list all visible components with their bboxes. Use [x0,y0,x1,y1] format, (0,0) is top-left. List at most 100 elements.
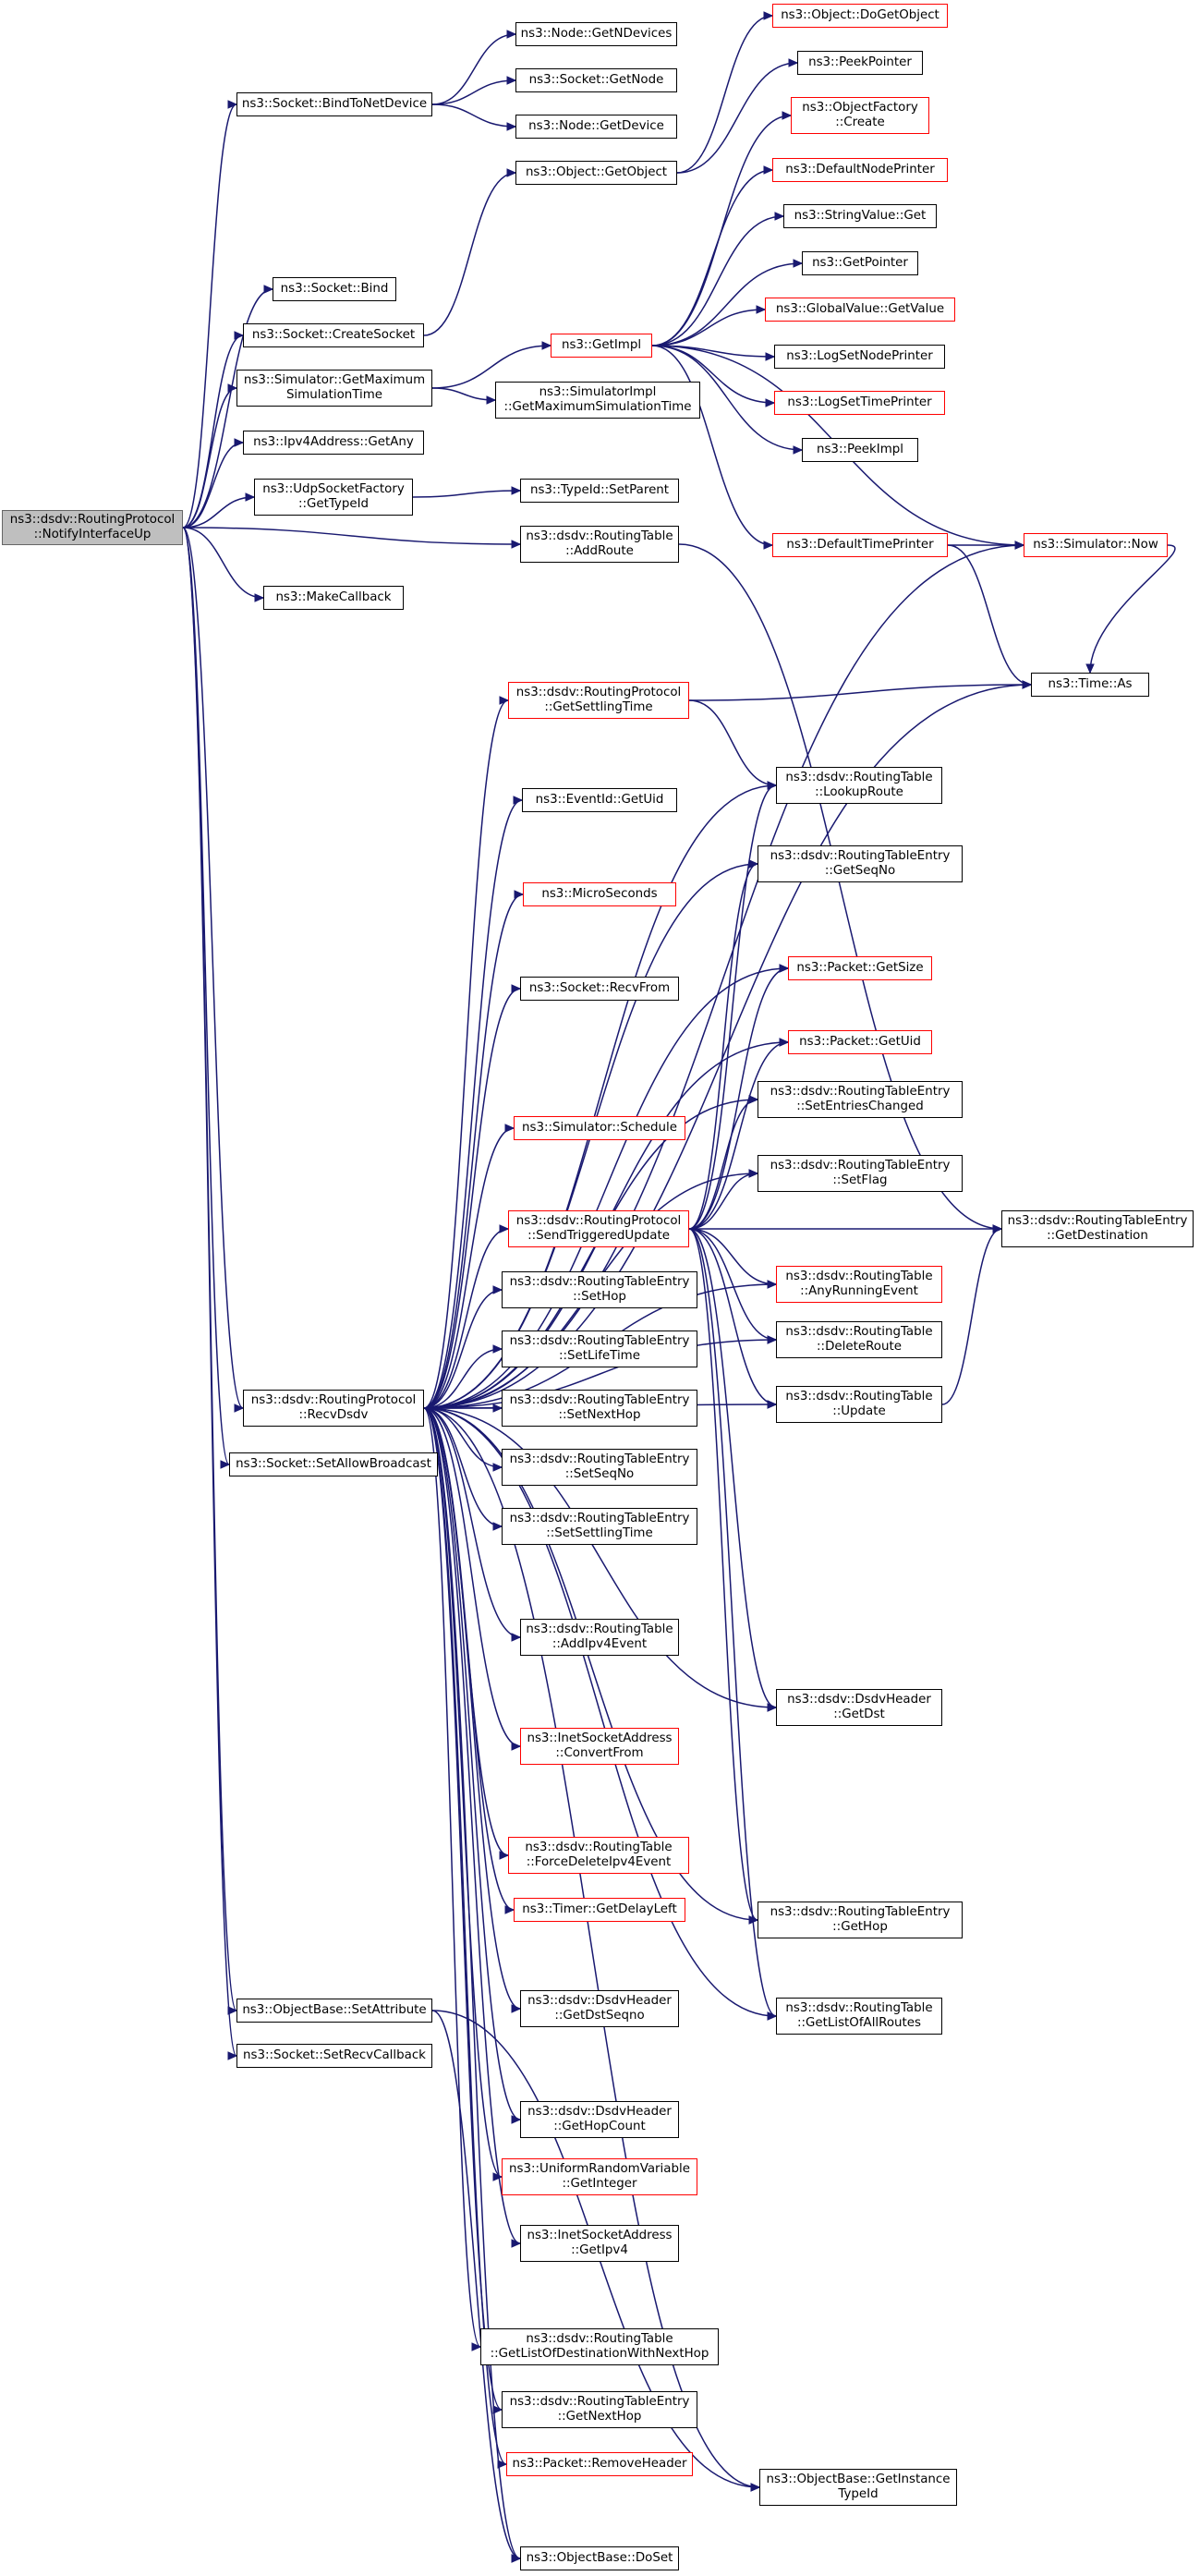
node-rt-add-ipv4-event[interactable]: ns3::dsdv::RoutingTable::AddIpv4Event [520,1619,679,1656]
node-timer-get-delay-left[interactable]: ns3::Timer::GetDelayLeft [514,1898,685,1922]
node-string-value-get[interactable]: ns3::StringValue::Get [783,204,937,228]
edge-root-to-sim-get-max-time [182,387,237,529]
node-set-allow-broadcast[interactable]: ns3::Socket::SetAllowBroadcast [229,1452,438,1476]
edge-arrowhead [506,30,517,39]
node-rte-get-next-hop[interactable]: ns3::dsdv::RoutingTableEntry::GetNextHop [502,2391,697,2428]
node-object-factory-create[interactable]: ns3::ObjectFactory::Create [791,97,929,134]
node-rte-get-seq-no[interactable]: ns3::dsdv::RoutingTableEntry::GetSeqNo [758,845,963,882]
node-rte-set-flag[interactable]: ns3::dsdv::RoutingTableEntry::SetFlag [758,1155,963,1192]
node-rte-set-entries-changed[interactable]: ns3::dsdv::RoutingTableEntry::SetEntries… [758,1081,963,1118]
edge-arrowhead [234,438,245,447]
node-label-line: ns3::dsdv::RoutingTable [525,1841,673,1854]
node-global-value-get-value[interactable]: ns3::GlobalValue::GetValue [765,298,955,322]
node-dh-get-dst-seqno[interactable]: ns3::dsdv::DsdvHeader::GetDstSeqno [520,1990,679,2027]
node-rte-set-hop[interactable]: ns3::dsdv::RoutingTableEntry::SetHop [502,1271,697,1308]
node-rt-force-delete-ipv4-event[interactable]: ns3::dsdv::RoutingTable::ForceDeleteIpv4… [508,1837,689,1874]
edge-arrowhead [499,1224,510,1233]
node-rt-lookup-route[interactable]: ns3::dsdv::RoutingTable::LookupRoute [776,767,942,804]
node-label-line: ::SendTriggeredUpdate [527,1229,670,1243]
node-isa-convert-from[interactable]: ns3::InetSocketAddress::ConvertFrom [520,1728,679,1765]
node-peek-impl[interactable]: ns3::PeekImpl [802,438,918,462]
node-bind-to-net-device[interactable]: ns3::Socket::BindToNetDevice [236,92,432,116]
node-default-node-printer[interactable]: ns3::DefaultNodePrinter [772,158,948,182]
edge-arrowhead [254,593,265,602]
node-type-id-set-parent[interactable]: ns3::TypeId::SetParent [520,479,679,503]
recv-dsdv-node[interactable]: ns3::dsdv::RoutingProtocol::RecvDsdv [243,1390,424,1427]
node-packet-remove-header[interactable]: ns3::Packet::RemoveHeader [506,2452,693,2476]
node-rt-any-running-event[interactable]: ns3::dsdv::RoutingTable::AnyRunningEvent [776,1266,942,1303]
node-rte-set-next-hop[interactable]: ns3::dsdv::RoutingTableEntry::SetNextHop [502,1390,697,1427]
node-rt-get-list-of-dest-next-hop[interactable]: ns3::dsdv::RoutingTable::GetListOfDestin… [480,2328,719,2365]
node-label-line: ns3::Packet::RemoveHeader [512,2457,687,2471]
node-rt-add-route[interactable]: ns3::dsdv::RoutingTable::AddRoute [520,526,679,563]
node-rt-delete-route[interactable]: ns3::dsdv::RoutingTable::DeleteRoute [776,1321,942,1358]
send-triggered-update-node[interactable]: ns3::dsdv::RoutingProtocol::SendTriggere… [508,1210,689,1247]
node-rte-set-settling-time[interactable]: ns3::dsdv::RoutingTableEntry::SetSettlin… [502,1508,697,1545]
node-socket-bind[interactable]: ns3::Socket::Bind [273,277,396,301]
node-label-line: ns3::MicroSeconds [541,887,658,901]
edge-recv-dsdv-to-rt-get-list-of-dest-next-hop [423,1407,481,2348]
node-micro-seconds[interactable]: ns3::MicroSeconds [523,882,676,906]
edge-get-impl-to-peek-impl [651,345,803,451]
node-node-get-device[interactable]: ns3::Node::GetDevice [515,115,677,139]
node-label-line: ns3::InetSocketAddress [527,2229,673,2242]
node-packet-get-size[interactable]: ns3::Packet::GetSize [788,956,932,980]
node-simulator-now[interactable]: ns3::Simulator::Now [1024,533,1168,557]
node-set-attribute[interactable]: ns3::ObjectBase::SetAttribute [236,1999,432,2023]
node-rt-get-list-of-all-routes[interactable]: ns3::dsdv::RoutingTable::GetListOfAllRou… [776,1998,942,2035]
node-rte-get-destination[interactable]: ns3::dsdv::RoutingTableEntry::GetDestina… [1001,1210,1194,1247]
node-object-base-do-set[interactable]: ns3::ObjectBase::DoSet [520,2546,679,2570]
node-urv-get-integer[interactable]: ns3::UniformRandomVariable::GetInteger [502,2158,697,2195]
edge-arrowhead [1014,541,1025,550]
edge-arrowhead [765,352,776,361]
edge-arrowhead [514,890,525,899]
node-label-line: ns3::dsdv::RoutingTableEntry [509,1275,690,1289]
node-isa-get-ipv4[interactable]: ns3::InetSocketAddress::GetIpv4 [520,2225,679,2262]
node-object-get-object[interactable]: ns3::Object::GetObject [515,161,677,185]
node-make-callback[interactable]: ns3::MakeCallback [263,586,404,610]
node-label-line: ns3::Node::GetDevice [528,119,664,133]
node-set-recv-callback[interactable]: ns3::Socket::SetRecvCallback [236,2044,432,2068]
node-object-do-get-object[interactable]: ns3::Object::DoGetObject [772,4,948,28]
node-label-line: ::ForceDeleteIpv4Event [526,1855,672,1869]
node-create-socket[interactable]: ns3::Socket::CreateSocket [243,323,424,347]
node-label-line: ::GetDstSeqno [554,2009,645,2023]
edge-root-to-rt-add-route [182,527,521,545]
get-impl-node[interactable]: ns3::GetImpl [551,334,652,358]
node-sim-impl-get-max-time[interactable]: ns3::SimulatorImpl::GetMaximumSimulation… [495,382,700,419]
node-udp-get-type-id[interactable]: ns3::UdpSocketFactory::GetTypeId [254,479,413,516]
node-get-pointer[interactable]: ns3::GetPointer [802,251,918,275]
node-default-time-printer[interactable]: ns3::DefaultTimePrinter [772,533,948,557]
node-rte-set-life-time[interactable]: ns3::dsdv::RoutingTableEntry::SetLifeTim… [502,1331,697,1367]
edge-arrowhead [506,76,517,85]
node-rte-set-seq-no[interactable]: ns3::dsdv::RoutingTableEntry::SetSeqNo [502,1449,697,1486]
node-label-line: ns3::TypeId::SetParent [529,483,670,497]
edge-root-to-make-callback [182,527,264,599]
node-rt-update[interactable]: ns3::dsdv::RoutingTable::Update [776,1386,942,1423]
node-label-line: ns3::Object::GetObject [525,165,668,179]
node-simulator-schedule[interactable]: ns3::Simulator::Schedule [514,1116,685,1140]
node-node-get-ndevices[interactable]: ns3::Node::GetNDevices [515,22,677,46]
node-socket-recv-from[interactable]: ns3::Socket::RecvFrom [520,977,679,1001]
edge-arrowhead [227,100,238,109]
edge-arrowhead [513,796,524,805]
node-label-line: ns3::Object::DoGetObject [781,8,939,22]
node-dh-get-hop-count[interactable]: ns3::dsdv::DsdvHeader::GetHopCount [520,2101,679,2138]
node-rte-get-hop[interactable]: ns3::dsdv::RoutingTableEntry::GetHop [758,1902,963,1938]
node-label-line: ns3::dsdv::RoutingTableEntry [509,2395,690,2409]
node-log-set-node-printer[interactable]: ns3::LogSetNodePrinter [774,345,945,369]
node-get-settling-time[interactable]: ns3::dsdv::RoutingProtocol::GetSettlingT… [508,682,689,719]
node-ipv4-get-any[interactable]: ns3::Ipv4Address::GetAny [243,431,424,455]
node-log-set-time-printer[interactable]: ns3::LogSetTimePrinter [774,391,945,415]
node-event-id-get-uid[interactable]: ns3::EventId::GetUid [522,788,677,812]
node-dh-get-dst[interactable]: ns3::dsdv::DsdvHeader::GetDst [776,1689,942,1726]
node-packet-get-uid[interactable]: ns3::Packet::GetUid [788,1030,932,1054]
node-time-as[interactable]: ns3::Time::As [1031,673,1149,697]
node-label-line: ns3::Packet::GetSize [796,961,924,975]
node-peek-pointer[interactable]: ns3::PeekPointer [797,51,923,75]
node-socket-get-node[interactable]: ns3::Socket::GetNode [515,68,677,92]
node-label-line: ::SetHop [573,1290,626,1304]
edge-recv-dsdv-to-micro-seconds [423,893,524,1409]
